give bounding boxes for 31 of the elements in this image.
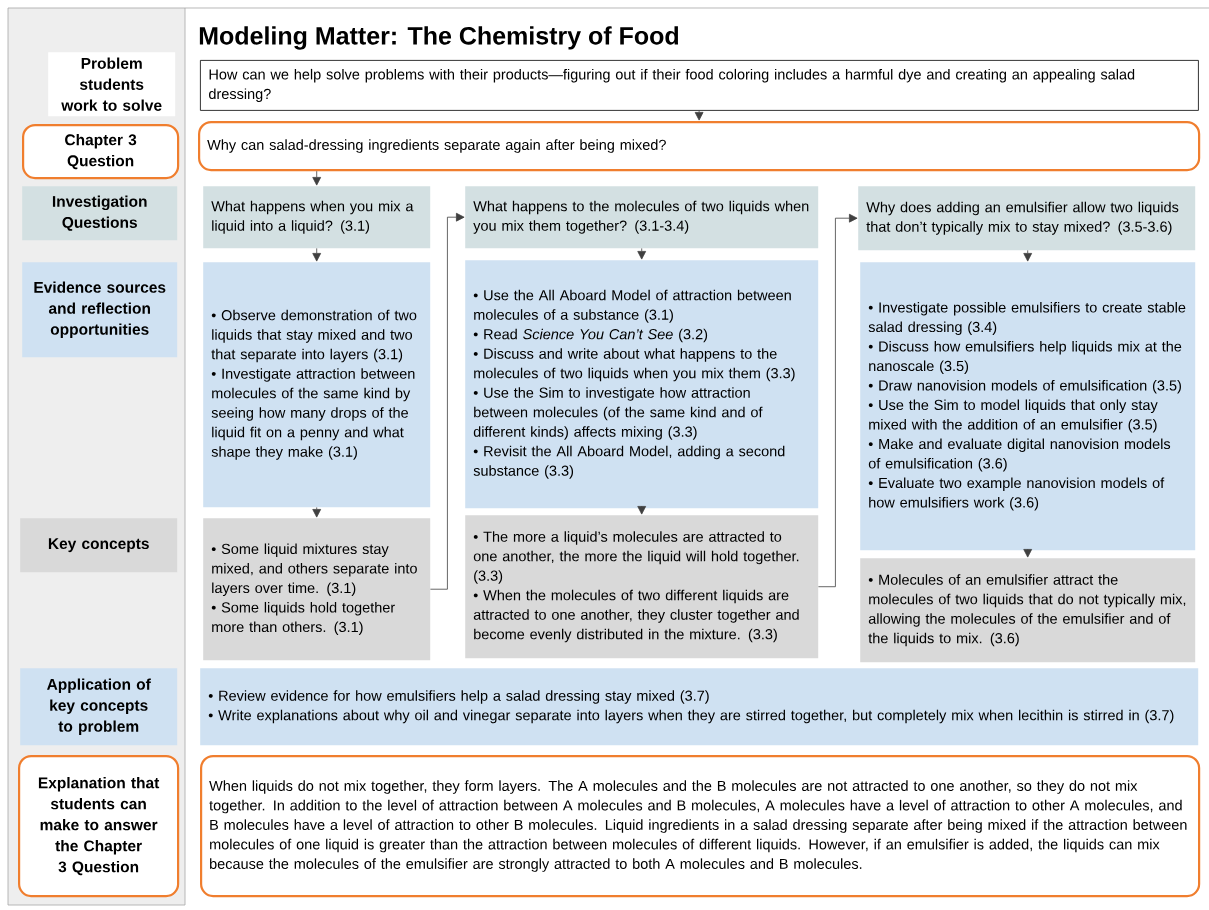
activity-box: • Investigate possible emulsifiers to create stable salad dressing (3.4) • Discuss how emulsifiers help liquids mix at the nanoscale (3.5) • Draw nanovision models of emulsification (3.5) • Use the Sim to model liquids that only stay mixed with the addition of an emulsifier (3.5) • Make and evaluate digital nanovision models of emulsification (3.6) • Evaluate two example nanovision models of how emulsifiers work (3.6) [860,262,1196,551]
arrow [637,248,647,260]
activity-box: Evidence sources and reflection opportunities [22,262,178,358]
arrow [694,110,704,121]
arrow [818,213,858,588]
arrow [637,505,647,515]
question-box: Why can salad-dressing ingredients separate again after being mixed? [198,121,1201,172]
question-box: When liquids do not mix together, they form layers. The A molecules and the B molecules are not attracted to one another, so they do not mix together. In addition to the level of attraction between A molecules and B molecules, A molecules have a level of attraction to other A molecules, and B molecules have a level of attraction to other B molecules. Liquid ingredients in a salad dressing separate after being mixed if the attraction between molecules of one liquid is greater than the attraction between molecules of different liquids. However, if an emulsifier is added, the liquids can mix because the molecules of the emulsifier are strongly attracted to both A molecules and B molecules. [200,755,1201,898]
question-box: Explanation that students can make to answer the Chapter 3 Question [18,755,180,898]
concept-box: • The more a liquid’s molecules are attracted to one another, the more the liquid will hold together. (3.3) • When the molecules of two different liquids are attracted to one another, they cluster together and become evenly distributed in the mixture. (3.3) [465,515,819,659]
activity-box: • Use the All Aboard Model of attraction between molecules of a substance (3.1) • Read Science You Can’t See (3.2) • Discuss and write about what happens to the molecules of two liquids when you mix them (3.3) • Use the Sim to investigate how attraction between molecules (of the same kind and of different kinds) affects mixing (3.3) • Revisit the All Aboard Model, adding a second substance (3.3) [465,260,819,509]
activity-box: • Observe demonstration of two liquids that stay mixed and two that separate into layers (3.1) • Investigate attraction between molecules of the same kind by seeing how many drops of the liquid fit on a penny and what shape they make (3.1) [203,262,431,508]
arrow [1023,548,1033,558]
arrow [312,248,322,262]
question-box: What happens to the molecules of two liquids when you mix them together? (3.1-3.4) [465,186,819,249]
arrow [312,170,322,186]
question-box: Investigation Questions [22,186,178,241]
arrow [312,507,322,518]
concept-box: • Molecules of an emulsifier attract the molecules of two liquids that do not typically mix, allowing the molecules of the emulsifier and of the liquids to mix. (3.6) [860,558,1196,663]
question-box: Why does adding an emulsifier allow two liquids that don’t typically mix to stay mixed? (3.5-3.6) [858,186,1196,251]
question-box: Chapter 3 Question [22,124,180,180]
activity-box: Application of key concepts to problem [20,668,178,746]
title: Modeling Matter: The Chemistry of Food [199,26,679,50]
activity-box: • Review evidence for how emulsifiers help a salad dressing stay mixed (3.7) • Write explanations about why oil and vinegar separate into layers when they are stirred together, but completely mix when lecithin is stirred in (3.7) [200,668,1199,746]
question-box: What happens when you mix a liquid into a liquid? (3.1) [203,186,431,249]
problem-box: How can we help solve problems with their products—figuring out if their food coloring includes a harmful dye and creating an appealing salad dressing? [200,60,1199,111]
arrow [1023,250,1033,262]
arrow [430,212,465,590]
row-label: Problem students work to solve [48,52,176,117]
concept-box: • Some liquid mixtures stay mixed, and others separate into layers over time. (3.1) • Some liquids hold together more than others. (3.1) [203,518,431,661]
concept-box: Key concepts [20,518,178,573]
